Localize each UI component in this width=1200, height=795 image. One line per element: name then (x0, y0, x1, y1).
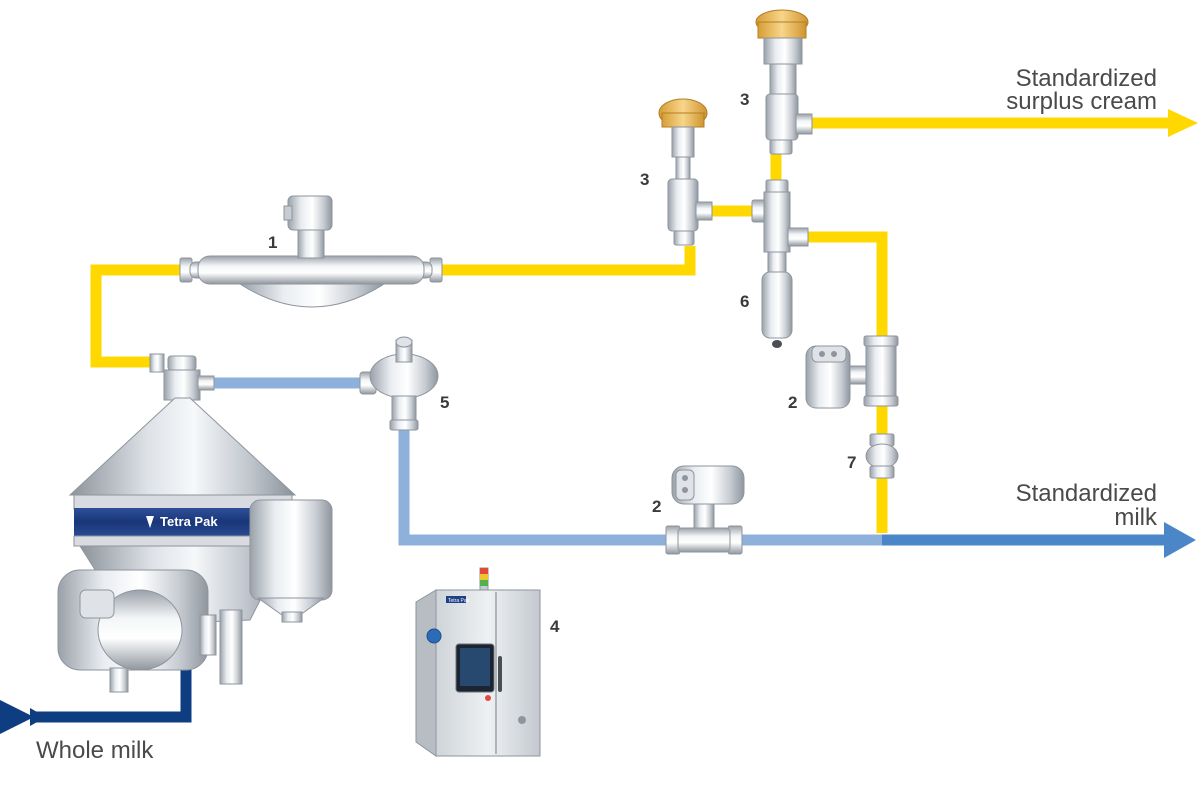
control-panel-icon: Tetra Pak (415, 567, 541, 757)
label-flow-meter-milk: 2 (652, 497, 661, 516)
surplus-cream-label-line2: surplus cream (1006, 88, 1157, 115)
mass-flow-meter-icon (179, 195, 443, 308)
flow-meter-cream-icon (805, 335, 899, 409)
whole-milk-arrow-icon (0, 700, 34, 734)
label-valve-right: 3 (740, 90, 749, 109)
brand-label: Tetra Pak (160, 514, 218, 529)
standardized-milk-label-line1: Standardized (1016, 480, 1157, 507)
whole-milk-arrow-tail (30, 708, 46, 726)
separator-icon (57, 353, 333, 693)
label-control-panel: 4 (550, 617, 560, 636)
label-valve-left: 3 (640, 170, 649, 189)
component-numbers: 1 3 3 6 2 5 7 2 4 (268, 90, 856, 636)
standardized-milk-arrow-icon (1164, 522, 1196, 558)
standardized-milk-label-line2: milk (1114, 504, 1158, 531)
flow-labels: Standardized surplus cream Standardized … (36, 65, 1158, 764)
panel-brand-label: Tetra Pak (448, 598, 470, 604)
label-mass-flow-meter: 1 (268, 233, 277, 252)
label-flow-meter-cream: 2 (788, 393, 797, 412)
control-valve-left-icon (658, 98, 713, 246)
density-transmitter-icon (751, 179, 809, 348)
whole-milk-pipe (30, 655, 192, 723)
label-check-valve: 7 (847, 453, 856, 472)
label-density-transmitter: 6 (740, 292, 749, 311)
label-pressure-valve: 5 (440, 393, 449, 412)
control-valve-right-icon (755, 9, 813, 155)
separator-brand: Tetra Pak (146, 514, 218, 529)
whole-milk-label: Whole milk (36, 737, 154, 764)
pipes (0, 109, 1198, 734)
check-valve-icon (865, 433, 899, 479)
surplus-cream-arrow-icon (1168, 109, 1198, 137)
flow-meter-milk-icon (665, 465, 745, 555)
cream-pipe-separator-to-meter (90, 246, 696, 368)
surplus-cream-label-line1: Standardized (1016, 65, 1157, 92)
pressure-valve-icon (359, 336, 439, 431)
skim-pipe-valve5-to-meter (398, 425, 884, 546)
